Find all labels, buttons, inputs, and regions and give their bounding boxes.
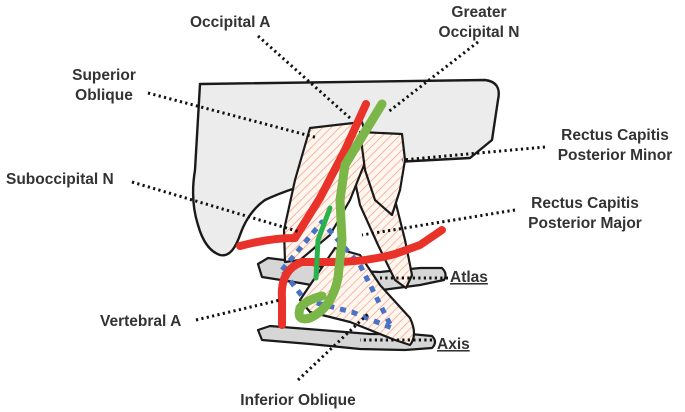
label-greater-occipital-n-line2: Occipital N [439,24,520,41]
rcp-minor-muscle [358,130,407,217]
label-superior-oblique-line2: Oblique [75,87,133,104]
label-rcp-major-line1: Rectus Capitis [531,195,639,212]
label-atlas: Atlas [450,269,488,286]
leader-rcp-minor [401,145,546,162]
suboccipital-triangle-border [279,219,395,331]
leader-inferior-oblique [296,310,372,382]
label-occipital-a: Occipital A [190,14,270,31]
label-vertebral-a: Vertebral A [100,313,181,330]
leader-rcp-major [361,208,516,237]
inferior-oblique-muscle [298,246,416,347]
greater-occipital-nerve [294,99,387,324]
leader-superior-oblique [147,91,319,140]
leader-greater-occipital-n [387,40,479,114]
label-greater-occipital-n-line1: Greater [451,4,506,21]
label-rcp-minor-line2: Posterior Minor [558,147,673,164]
suboccipital-nerve [313,205,333,281]
label-axis: Axis [437,336,470,353]
label-superior-oblique-line1: Superior [72,67,136,84]
label-rcp-major-line2: Posterior Major [528,215,642,232]
vertebral-artery [277,226,446,329]
occipital-artery [236,100,370,250]
leader-vertebral-a [195,298,281,322]
label-inferior-oblique: Inferior Oblique [240,392,356,409]
label-rcp-minor-line1: Rectus Capitis [561,127,669,144]
leader-occipital-a [257,34,351,120]
leader-suboccipital-n [131,180,301,234]
label-suboccipital-n: Suboccipital N [6,171,114,188]
